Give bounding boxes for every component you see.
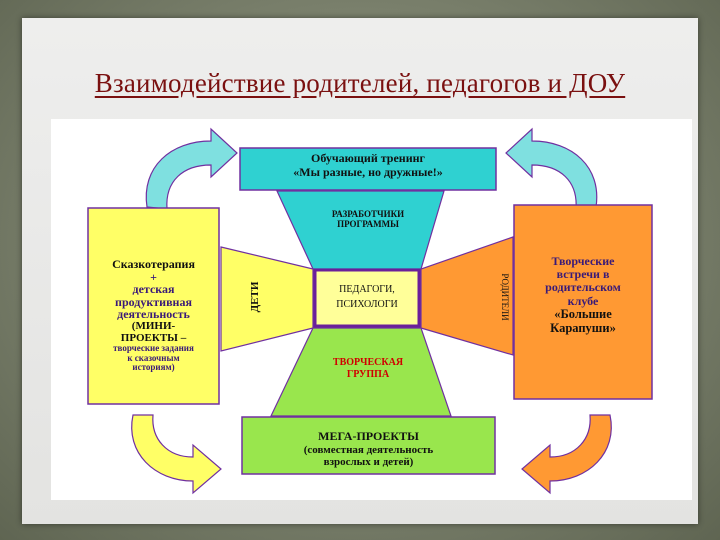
top-box-line1: Обучающий тренинг xyxy=(310,151,425,165)
left-box-line2: + xyxy=(150,269,157,284)
left-box-line10: историям) xyxy=(132,361,175,372)
top-funnel-line2: ПРОГРАММЫ xyxy=(337,219,399,230)
bottom-box-line2: (совместная деятельность xyxy=(303,443,434,456)
slide-title: Взаимодействие родителей, педагогов и ДО… xyxy=(94,68,626,98)
interaction-diagram: Обучающий тренинг «Мы разные, но дружные… xyxy=(51,119,692,500)
bottom-funnel-text: ТВОРЧЕСКАЯ ГРУППА xyxy=(313,357,423,380)
top-box-shape xyxy=(239,147,497,191)
right-box-line5: «Большие xyxy=(554,306,612,321)
bottom-box-line1: МЕГА-ПРОЕКТЫ xyxy=(318,429,419,443)
top-funnel-shape xyxy=(276,190,445,270)
curved-arrow-top-left-icon xyxy=(145,127,238,210)
left-box-line7: ПРОЕКТЫ – xyxy=(120,331,187,344)
center-line2: ПСИХОЛОГИ xyxy=(336,299,398,310)
right-box-line1: Творческие xyxy=(551,254,615,268)
top-box-text: Обучающий тренинг «Мы разные, но дружные… xyxy=(240,151,496,180)
curved-arrow-top-right-icon xyxy=(505,127,598,210)
bottom-funnel-shape xyxy=(270,327,452,417)
left-box-line5: деятельность xyxy=(117,307,190,322)
center-box-text: ПЕДАГОГИ, ПСИХОЛОГИ xyxy=(315,282,419,312)
left-box-line3: детская xyxy=(132,282,175,297)
left-funnel-shape xyxy=(220,246,314,352)
bottom-box-text: МЕГА-ПРОЕКТЫ (совместная деятельность вз… xyxy=(242,429,495,469)
bottom-funnel-line1: ТВОРЧЕСКАЯ xyxy=(332,357,404,368)
right-box-line4: клубе xyxy=(567,293,599,308)
right-box-line6: Карапуши» xyxy=(550,320,616,335)
right-box-line2: встречи в xyxy=(556,267,610,282)
center-box-shape xyxy=(313,268,421,328)
right-box-shape xyxy=(513,204,653,400)
left-box-shape xyxy=(87,207,220,405)
right-funnel-label: РОДИТЕЛИ xyxy=(500,273,510,321)
center-line1: ПЕДАГОГИ, xyxy=(339,284,395,295)
top-funnel-line1: РАЗРАБОТЧИКИ xyxy=(331,209,405,219)
left-box-line6: (МИНИ- xyxy=(131,319,176,332)
left-box-line9: к сказочным xyxy=(127,352,180,363)
right-box-line3: родительском xyxy=(545,280,621,295)
left-box-line8: творческие задания xyxy=(113,343,194,354)
right-box-text: Творческие встречи в родительском клубе … xyxy=(514,254,652,335)
bottom-funnel-line2: ГРУППА xyxy=(346,368,390,380)
bottom-box-shape xyxy=(241,416,496,475)
top-funnel-text: РАЗРАБОТЧИКИ ПРОГРАММЫ xyxy=(301,209,435,230)
top-box-line2: «Мы разные, но дружные!» xyxy=(293,164,443,179)
diagram-shapes xyxy=(87,127,653,495)
bottom-box-line3: взрослых и детей) xyxy=(323,456,414,469)
left-box-text: Сказкотерапия + детская продуктивная дея… xyxy=(88,258,219,372)
left-box-line4: продуктивная xyxy=(115,294,192,309)
curved-arrow-bottom-left-icon xyxy=(131,414,222,495)
left-box-line1: Сказкотерапия xyxy=(112,257,195,271)
curved-arrow-bottom-right-icon xyxy=(521,414,612,495)
left-funnel-label: ДЕТИ xyxy=(249,281,261,313)
